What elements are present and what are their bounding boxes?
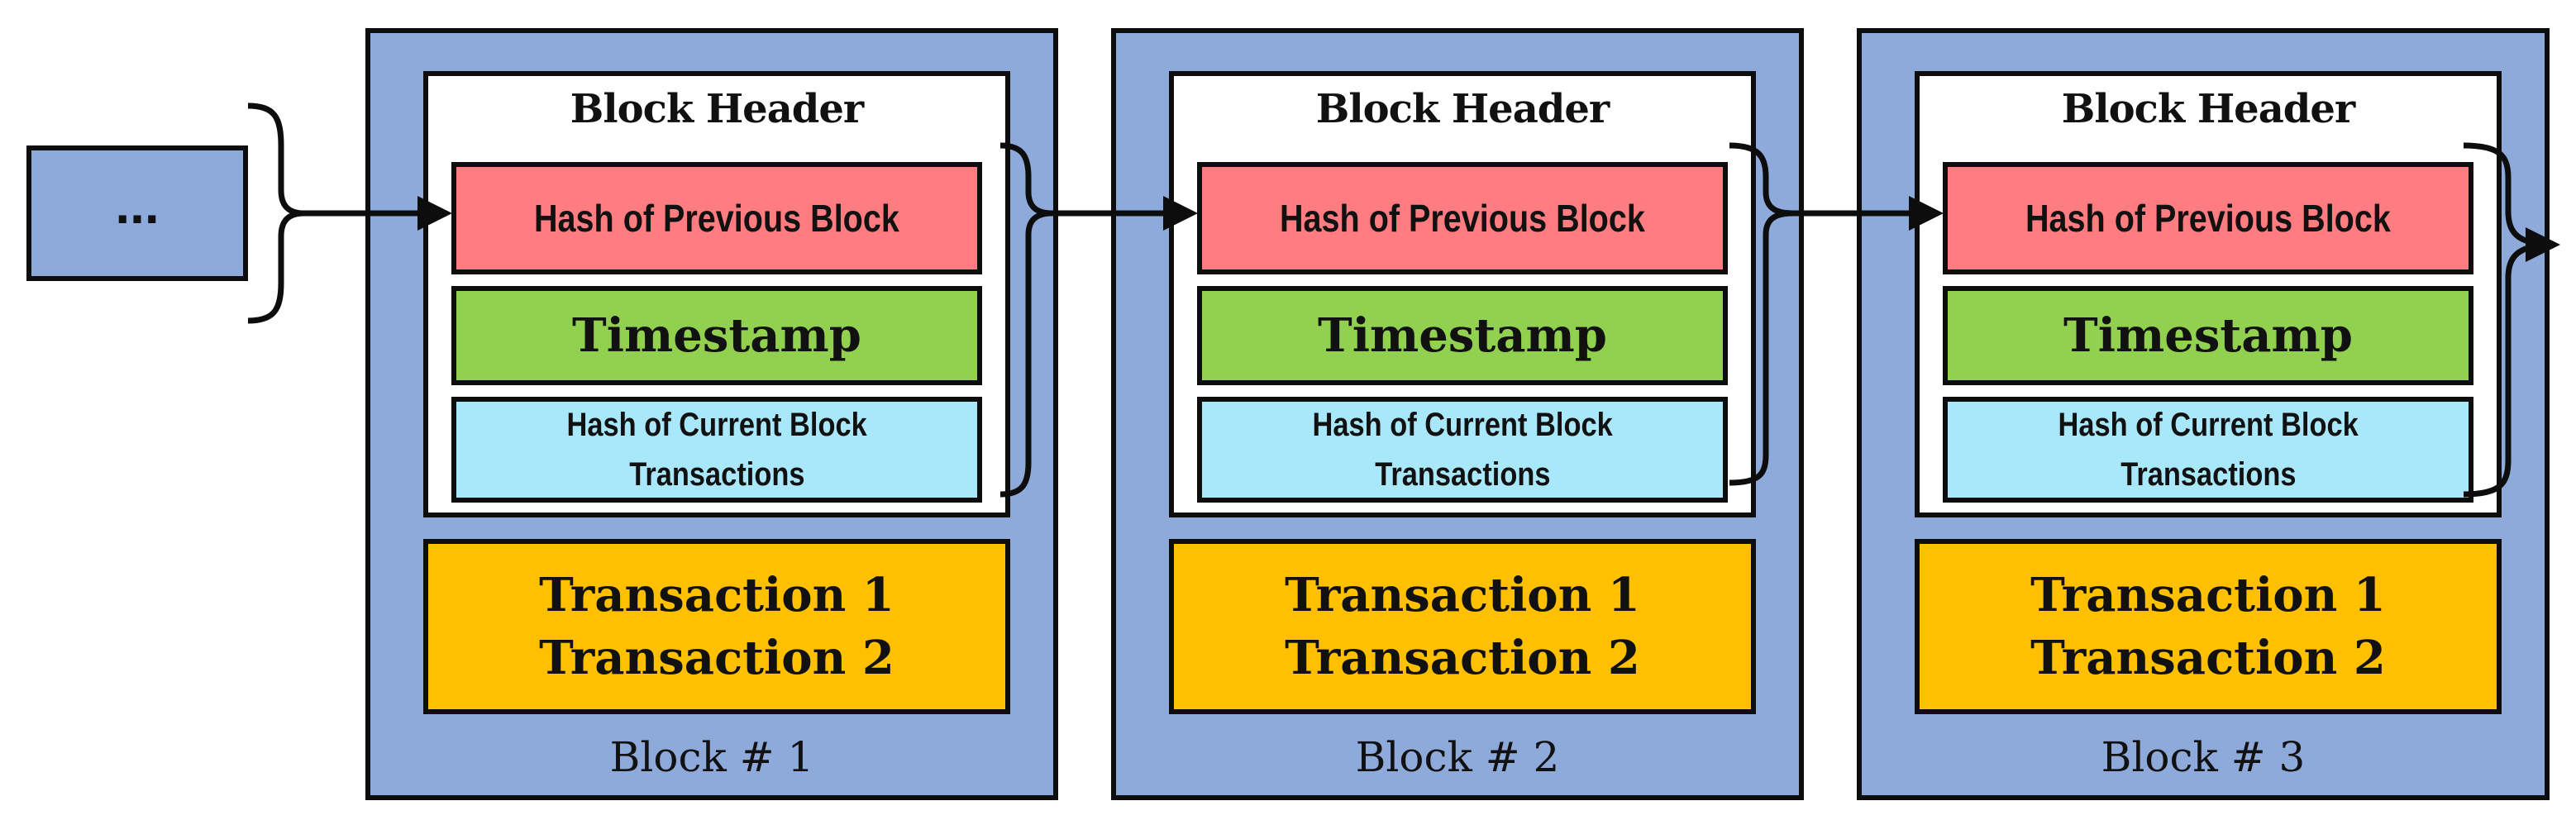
prev-hash-field: Hash of Previous Block: [1197, 162, 1728, 274]
transaction-1: Transaction 1: [1285, 568, 1640, 622]
prev-hash-label: Hash of Previous Block: [1280, 197, 1645, 240]
block-header: Block Header Hash of Previous Block Time…: [1915, 71, 2502, 517]
prev-hash-field: Hash of Previous Block: [451, 162, 982, 274]
transactions-box: Transaction 1 Transaction 2: [423, 539, 1010, 714]
current-hash-field: Hash of Current Block Transactions: [451, 397, 982, 503]
transaction-2: Transaction 2: [539, 631, 894, 685]
transaction-2: Transaction 2: [1285, 631, 1640, 685]
block-label: Block # 3: [2101, 733, 2306, 781]
block-2: Block Header Hash of Previous Block Time…: [1111, 28, 1804, 800]
transaction-1: Transaction 1: [2030, 568, 2386, 622]
transactions-box: Transaction 1 Transaction 2: [1915, 539, 2502, 714]
block-1: Block Header Hash of Previous Block Time…: [365, 28, 1058, 800]
block-3: Block Header Hash of Previous Block Time…: [1857, 28, 2550, 800]
timestamp-field: Timestamp: [1943, 286, 2473, 385]
block-header-title: Block Header: [2061, 86, 2355, 132]
timestamp-label: Timestamp: [2063, 308, 2353, 363]
timestamp-label: Timestamp: [572, 308, 861, 363]
block-label: Block # 1: [609, 733, 814, 781]
prev-hash-label: Hash of Previous Block: [2025, 197, 2391, 240]
current-hash-line2: Transactions: [1374, 456, 1551, 493]
current-hash-field: Hash of Current Block Transactions: [1943, 397, 2473, 503]
current-hash-line2: Transactions: [2120, 456, 2297, 493]
timestamp-field: Timestamp: [451, 286, 982, 385]
timestamp-label: Timestamp: [1318, 308, 1607, 363]
transactions-box: Transaction 1 Transaction 2: [1169, 539, 1756, 714]
block-header-title: Block Header: [570, 86, 864, 132]
block-header: Block Header Hash of Previous Block Time…: [423, 71, 1010, 517]
block-header: Block Header Hash of Previous Block Time…: [1169, 71, 1756, 517]
previous-block-ellipsis: ...: [115, 175, 160, 235]
prev-hash-field: Hash of Previous Block: [1943, 162, 2473, 274]
brace-previous: [247, 102, 305, 324]
prev-hash-label: Hash of Previous Block: [534, 197, 899, 240]
block-label: Block # 2: [1355, 733, 1560, 781]
block-header-title: Block Header: [1315, 86, 1610, 132]
current-hash-field: Hash of Current Block Transactions: [1197, 397, 1728, 503]
current-hash-line2: Transactions: [628, 456, 805, 493]
transaction-1: Transaction 1: [539, 568, 894, 622]
transaction-2: Transaction 2: [2030, 631, 2386, 685]
current-hash-line1: Hash of Current Block: [566, 407, 867, 443]
current-hash-line1: Hash of Current Block: [2058, 407, 2359, 443]
previous-block: ...: [26, 145, 248, 281]
timestamp-field: Timestamp: [1197, 286, 1728, 385]
current-hash-line1: Hash of Current Block: [1312, 407, 1613, 443]
